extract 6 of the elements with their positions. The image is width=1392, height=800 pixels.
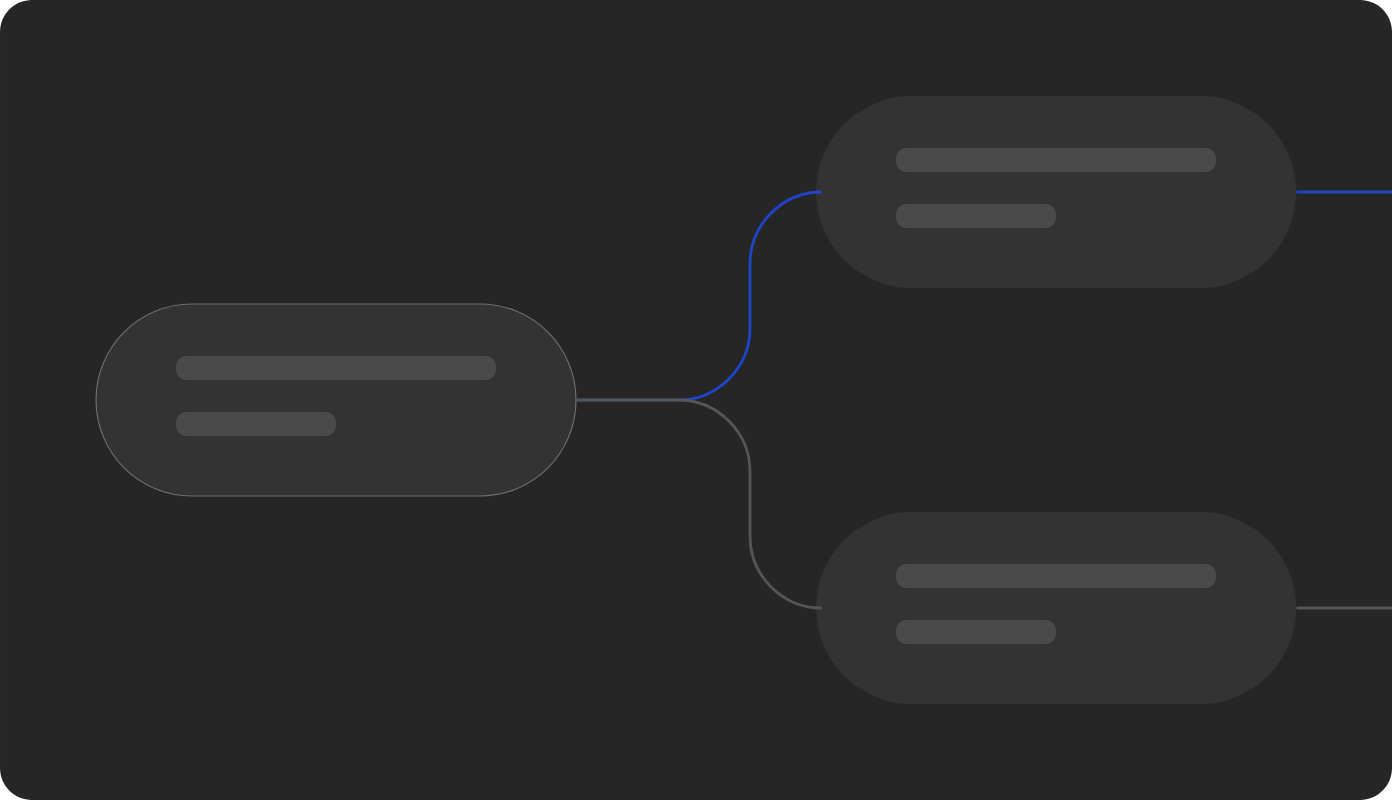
connector-line	[1296, 190, 1392, 194]
pill-node	[816, 512, 1296, 704]
connector-line	[576, 398, 824, 610]
connector-line	[1296, 606, 1392, 610]
pill-node	[95, 303, 577, 497]
pill-node	[816, 96, 1296, 288]
